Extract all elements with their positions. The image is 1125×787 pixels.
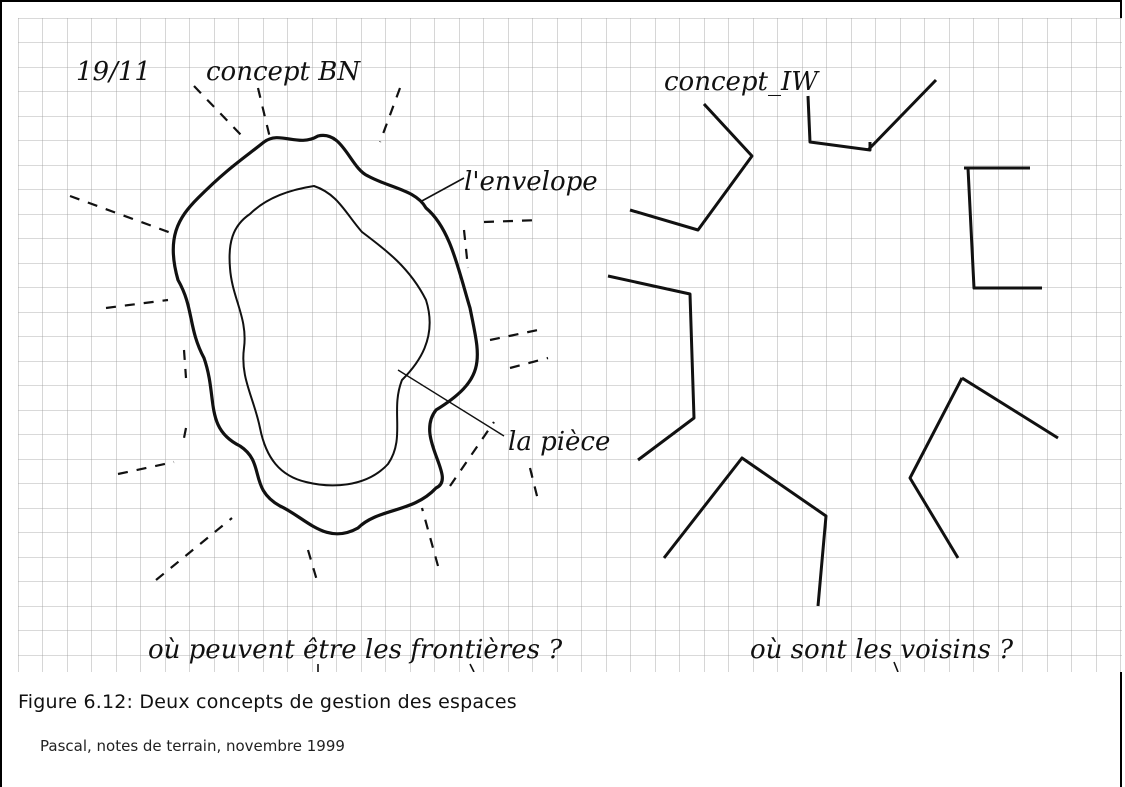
grid-paper	[18, 18, 1122, 672]
concept-bn-label: concept BN	[206, 57, 361, 87]
piece-label: la pièce	[508, 427, 610, 457]
concept-iw-label: concept_IW	[664, 67, 820, 97]
figure-caption: Figure 6.12: Deux concepts de gestion de…	[18, 691, 517, 713]
pointer-line-envelope	[419, 177, 465, 203]
envelope-outline	[171, 133, 479, 536]
wall-fragment-1	[629, 102, 754, 232]
concept-iw-walls	[607, 78, 1059, 607]
room-outline	[228, 184, 431, 487]
question-left: où peuvent être les frontières ?	[148, 635, 563, 665]
date-label: 19/11	[76, 57, 151, 87]
wall-fragment-4	[607, 274, 696, 462]
pointer-line-piece	[397, 369, 505, 437]
wall-fragment-3	[964, 166, 1042, 290]
envelope-label: l'envelope	[464, 167, 598, 197]
figure-credit: Pascal, notes de terrain, novembre 1999	[40, 737, 345, 755]
question-marks	[317, 661, 899, 672]
sketch-image: 19/11 concept BN concept_IW l'envelope l…	[18, 18, 1122, 672]
wall-fragment-6	[908, 376, 1059, 559]
wall-fragment-5	[662, 456, 828, 607]
wall-fragment-2	[806, 78, 938, 152]
boundary-rays	[69, 85, 549, 585]
question-right: où sont les voisins ?	[750, 635, 1014, 665]
